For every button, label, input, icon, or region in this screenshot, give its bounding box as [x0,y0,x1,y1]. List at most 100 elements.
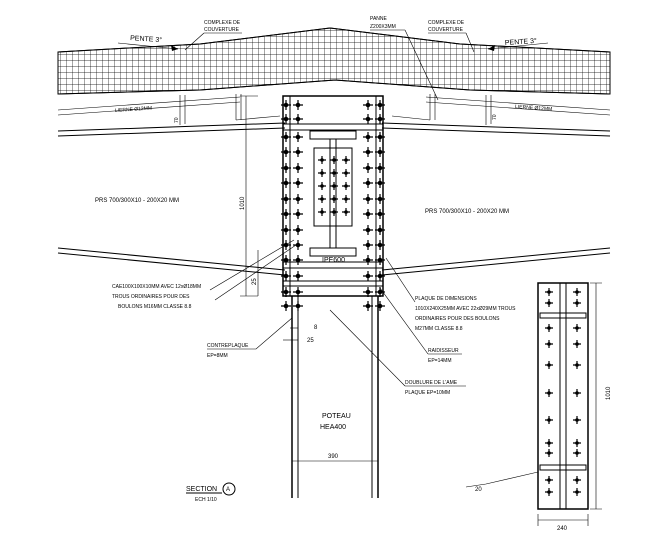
rafter-left: PRS 700/300X10 - 200X20 MM [57,122,286,276]
bolt [573,389,581,397]
end-plate-outline [282,95,384,297]
bolt [545,476,553,484]
bolt [375,271,385,281]
bolt [342,208,350,216]
small-dims: 8 25 [283,325,318,344]
bolt [363,163,373,173]
purlin-label: PANNE Z200X3MM [370,16,439,101]
bolt [363,240,373,250]
web-bolts [318,156,350,216]
bolt [573,361,581,369]
bolt [363,114,373,124]
bolt [375,209,385,219]
slope-label-left: PENTE 3° [130,34,163,44]
roof-label-right-line1: COMPLEXE DE [428,20,465,26]
bolt [363,100,373,110]
plate-dim-20-label: 20 [475,487,482,493]
column-hea400: POTEAU HEA400 [291,296,379,498]
column-label-line2: HEA400 [320,424,346,431]
section-marker-circle [222,482,236,496]
purlin-label-line2: Z200X3MM [370,24,396,30]
dim-height-1010: 1010 25 [240,95,259,297]
doublure-label-line2: PLAQUE EP=10MM [405,390,450,396]
bolt [545,324,553,332]
plate-bottom-stiffener [539,464,587,471]
bolt [363,287,373,297]
bolt [375,178,385,188]
beam-label-right: PRS 700/300X10 - 200X20 MM [425,209,509,215]
bolt [545,488,553,496]
bolt [281,132,291,142]
bolt [293,178,303,188]
bolt [573,476,581,484]
bolt [342,169,350,177]
bolt [330,156,338,164]
callout-contreplaque: CONTREPLAQUE EP=8MM [207,317,293,359]
bolt [363,225,373,235]
bolt [342,182,350,190]
roof-label-left-line2: COUVERTURE [204,27,240,33]
bolt [281,147,291,157]
bolt [293,147,303,157]
bolt [363,178,373,188]
slope-label-right: PENTE 3° [505,37,538,47]
plate-dim-240-label: 240 [557,526,568,532]
bolt [375,100,385,110]
bolt [573,416,581,424]
roof-label-left: COMPLEXE DE COUVERTURE [184,20,242,51]
bolt [545,361,553,369]
slope-arrow-right: PENTE 3° [487,37,549,51]
bolt [318,169,326,177]
bolt [573,488,581,496]
dim-height-1010-label: 1010 [240,196,246,210]
bolt [330,169,338,177]
bolt [293,209,303,219]
bolt [573,299,581,307]
bolt [318,182,326,190]
bolt [375,255,385,265]
end-plate-bolts [281,100,385,311]
plaque-label-line4: M27MM CLASSE 8.8 [415,326,463,332]
bolt [363,255,373,265]
bolt [375,225,385,235]
doublure-label-line1: DOUBLURE DE L'AME [405,380,458,386]
cae-label-line3: BOULONS M16MM CLASSE 8.8 [118,304,192,310]
bolt [281,163,291,173]
beam-label-left: PRS 700/300X10 - 200X20 MM [95,198,179,204]
bolt [363,132,373,142]
dim-70-left: 70 [174,117,180,123]
dim-8-label: 8 [314,325,318,331]
callout-plaque: PLAQUE DE DIMENSIONS 1010X240X25MM AVEC … [385,257,516,332]
bolt [545,416,553,424]
section-title: SECTION A ECH 1/10 [186,482,236,503]
bolt [573,439,581,447]
bolt [293,255,303,265]
plate-dim-1010-label: 1010 [606,386,612,400]
bolt [375,147,385,157]
end-plate-assembly: IPE600 [282,95,384,297]
bolt [293,100,303,110]
bolt [375,287,385,297]
purlin-zone-right: LIERNE Ø12MM 70 [391,94,611,125]
ipe-top-flange [309,130,357,140]
plaque-label-line2: 1010X240X25MM AVEC 22xØ29MM TROUS [415,306,516,312]
plate-top-stiffener [539,312,587,319]
bolt [330,208,338,216]
bolt [281,178,291,188]
bolt [375,114,385,124]
bolt [293,287,303,297]
callout-doublure: DOUBLURE DE L'AME PLAQUE EP=10MM [329,309,466,396]
bolt [293,271,303,281]
bolt [573,449,581,457]
bolt [363,147,373,157]
plaque-label-line3: ORDINAIRES POUR DES BOULONS [415,316,500,322]
bolt [293,114,303,124]
slope-arrow-left: PENTE 3° [117,34,179,51]
bolt [330,195,338,203]
rafter-right: PRS 700/300X10 - 200X20 MM [381,122,611,276]
bolt [573,340,581,348]
bolt [573,288,581,296]
bolt [342,156,350,164]
bolt [545,439,553,447]
purlin-zone-left: LIERNE Ø12MM 70 [57,94,281,125]
